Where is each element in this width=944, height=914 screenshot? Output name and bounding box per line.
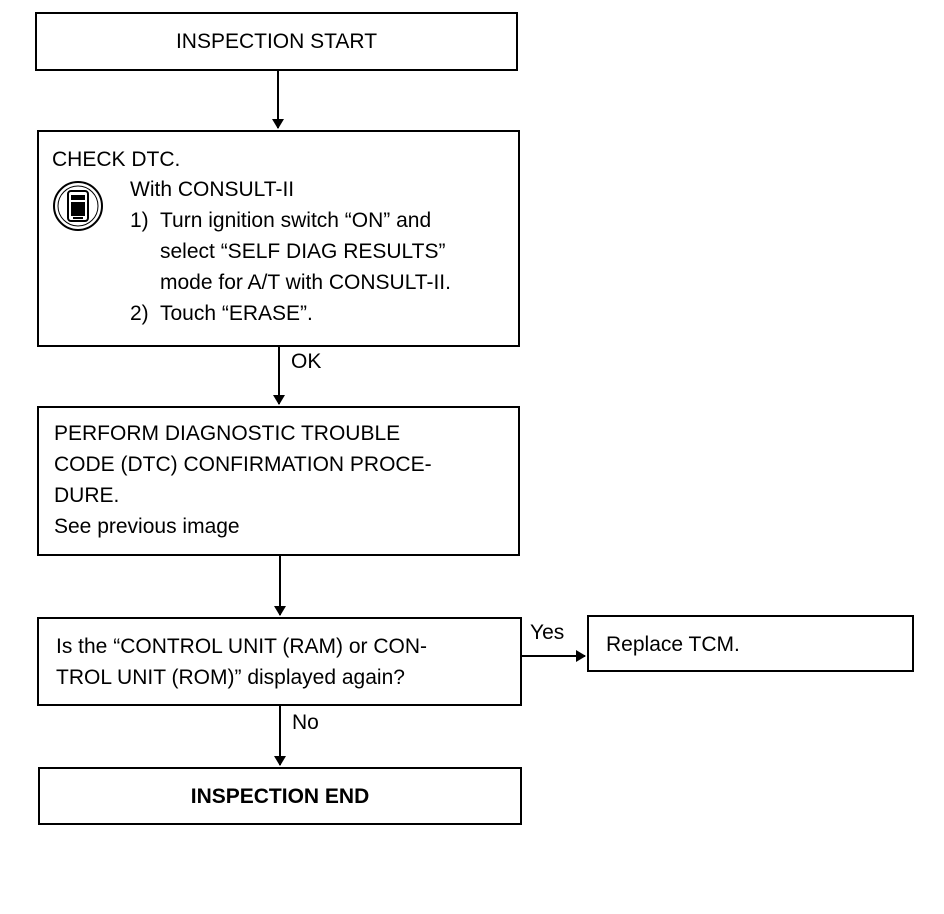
check-dtc-step: 2) Touch “ERASE”. bbox=[130, 298, 451, 329]
replace-tcm-text: Replace TCM. bbox=[606, 633, 740, 656]
perform-text-line: DURE. bbox=[54, 484, 120, 507]
step-number: 1) bbox=[130, 209, 149, 232]
question-text-line: Is the “CONTROL UNIT (RAM) or CON- bbox=[56, 635, 428, 658]
consult-ii-tool-icon bbox=[52, 180, 104, 232]
node-inspection-end-text: INSPECTION END bbox=[190, 784, 370, 808]
node-replace-tcm: Replace TCM. bbox=[587, 615, 914, 672]
perform-text-line: See previous image bbox=[54, 515, 240, 538]
node-question-displayed-again: Is the “CONTROL UNIT (RAM) or CON- TROL … bbox=[37, 617, 522, 706]
check-dtc-title: CHECK DTC. bbox=[52, 148, 181, 171]
edge-label-yes: Yes bbox=[530, 621, 565, 644]
perform-text-line: PERFORM DIAGNOSTIC TROUBLE bbox=[54, 422, 401, 445]
edge-label-no: No bbox=[292, 711, 319, 734]
node-check-dtc: CHECK DTC. With CONSULT-II 1) Turn ignit… bbox=[37, 130, 520, 347]
step-text-line: Turn ignition switch “ON” and bbox=[160, 209, 432, 232]
node-inspection-start-text: INSPECTION START bbox=[175, 30, 378, 53]
question-text-line: TROL UNIT (ROM)” displayed again? bbox=[56, 666, 405, 689]
node-inspection-start: INSPECTION START bbox=[35, 12, 518, 71]
edge-label-ok: OK bbox=[291, 350, 322, 373]
check-dtc-subtitle: With CONSULT-II bbox=[130, 178, 295, 201]
check-dtc-steps: 1) Turn ignition switch “ON” and select … bbox=[130, 205, 451, 329]
step-number: 2) bbox=[130, 302, 149, 325]
node-perform-dtc-confirmation: PERFORM DIAGNOSTIC TROUBLE CODE (DTC) CO… bbox=[37, 406, 520, 556]
step-text-line: Touch “ERASE”. bbox=[160, 302, 313, 325]
step-text-line: select “SELF DIAG RESULTS” bbox=[160, 240, 446, 263]
step-text-line: mode for A/T with CONSULT-II. bbox=[160, 271, 451, 294]
node-inspection-end: INSPECTION END bbox=[38, 767, 522, 825]
perform-text-line: CODE (DTC) CONFIRMATION PROCE- bbox=[54, 453, 432, 476]
check-dtc-step: 1) Turn ignition switch “ON” and select … bbox=[130, 205, 451, 298]
